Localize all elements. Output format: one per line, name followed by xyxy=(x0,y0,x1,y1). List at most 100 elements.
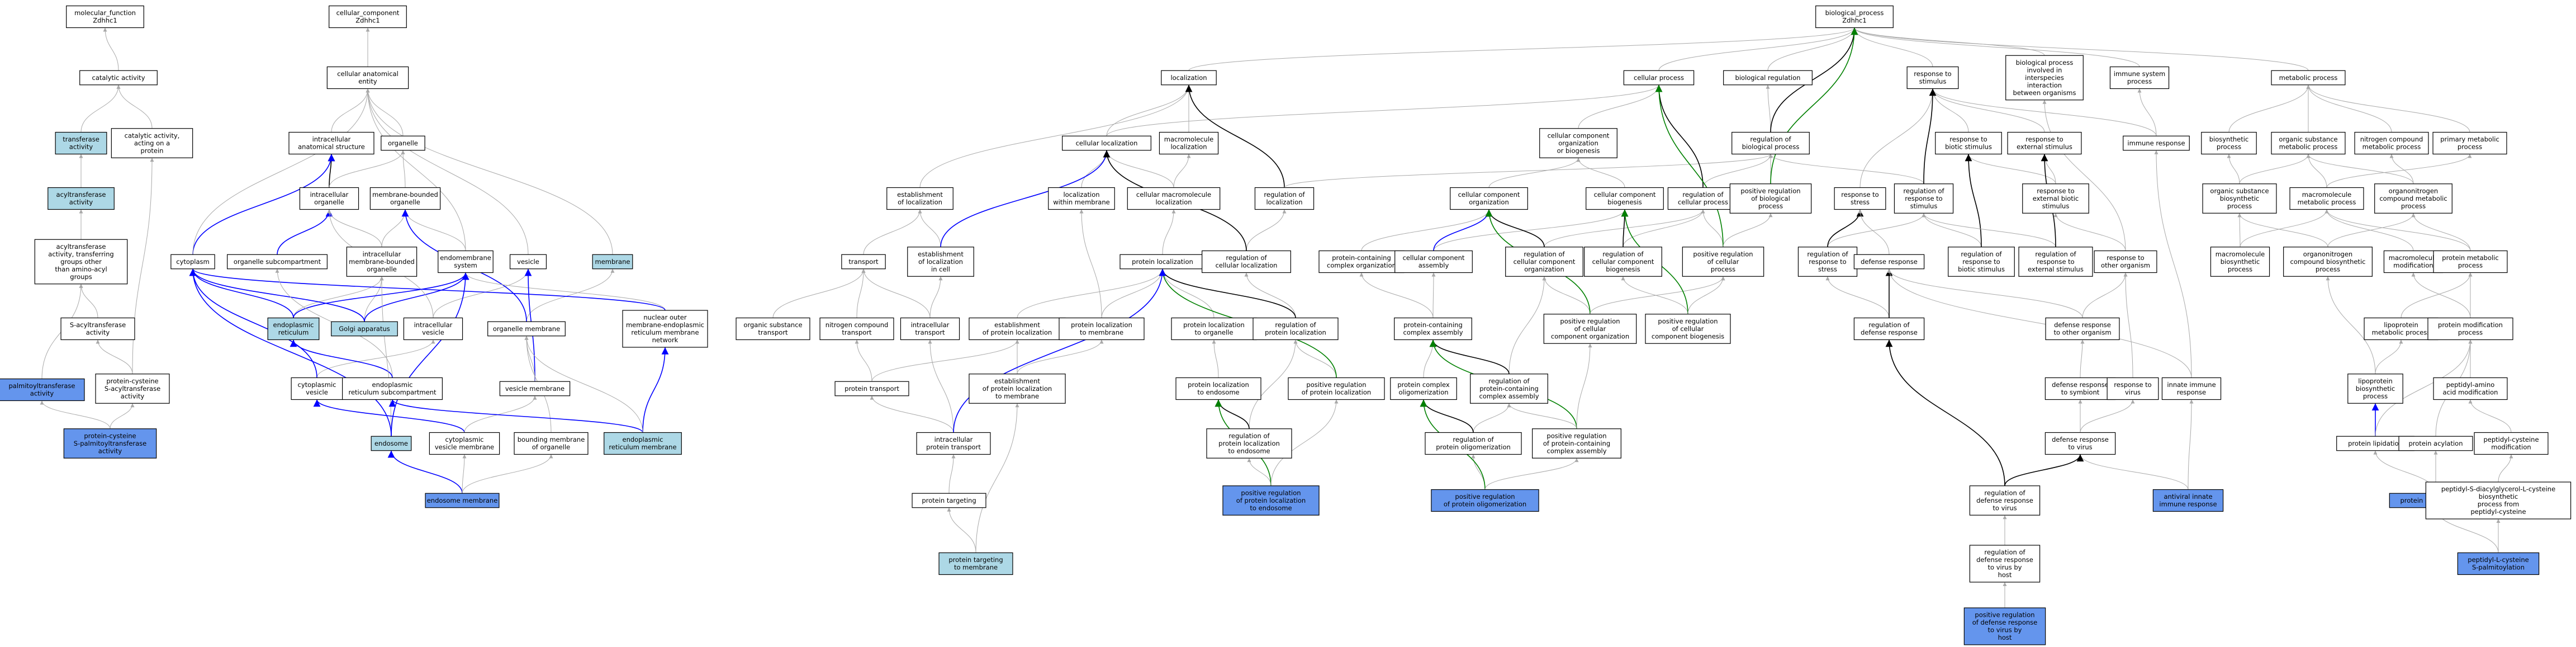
go-term-box xyxy=(288,131,374,155)
go-term-label: regulation of xyxy=(1275,321,1316,329)
go-term-box xyxy=(1623,70,1695,86)
go-term-box xyxy=(2271,131,2346,155)
go-term-label: peptidyl-cysteine xyxy=(2483,436,2539,443)
relation-edge-resporg-to-respextbiotic xyxy=(2053,213,2126,251)
go-term-label: S-palmitoylation xyxy=(2472,564,2525,572)
go-term-label: interspecies xyxy=(2025,74,2064,82)
go-term-label: protein transport xyxy=(926,443,981,451)
go-term-box xyxy=(1206,428,1292,459)
relation-edge-ias-to-cae xyxy=(331,88,370,133)
go-term-box xyxy=(381,135,425,151)
relation-edge-posregccorg-to-posregcp xyxy=(1590,276,1725,314)
go-term-label: process xyxy=(1758,202,1783,210)
relation-edge-posregprotlocendo-to-regprotlocendo xyxy=(1247,458,1272,486)
relation-edge-er-to-imbo xyxy=(293,276,384,318)
go-term-box xyxy=(403,317,463,341)
go-term-box xyxy=(34,239,128,285)
go-term-box xyxy=(1288,377,1385,400)
go-term-label: complex assembly xyxy=(1403,329,1463,337)
go-term-label: nuclear outer xyxy=(643,314,687,322)
go-term-box xyxy=(1048,187,1115,210)
relation-edge-orgsubtrans-to-transport xyxy=(772,268,866,318)
go-term-box xyxy=(2271,70,2346,86)
go-term-box xyxy=(907,247,974,277)
go-term-label: assembly xyxy=(1419,262,1449,270)
go-term-label: activity xyxy=(30,390,54,398)
relation-edge-antiviral-to-defrespvirus xyxy=(2078,454,2189,490)
go-term-label: endoplasmic xyxy=(273,321,314,329)
go-term-label: complex organization xyxy=(1327,262,1396,270)
go-term-node-transport: transport xyxy=(841,254,886,270)
relation-edge-regrespstress-to-respstress xyxy=(1827,209,1864,247)
go-term-label: cellular localization xyxy=(1076,139,1138,147)
relation-edge-orgsubbiosyn-to-biosyn xyxy=(2227,154,2240,184)
go-term-label: transport xyxy=(758,329,788,337)
relation-edge-protcys-to-sacyl xyxy=(96,339,133,374)
go-term-label: response to xyxy=(1949,135,1987,143)
go-term-box xyxy=(1853,254,1925,270)
go-term-label: biological process xyxy=(1742,143,1800,151)
go-term-box xyxy=(1119,254,1206,270)
relation-edge-protmod-to-macromod xyxy=(2411,272,2471,318)
go-term-label: cellular_component xyxy=(336,9,400,17)
go-term-box xyxy=(329,5,407,29)
go-term-label: groups xyxy=(70,273,92,281)
go-term-label: Zdhhc1 xyxy=(355,17,379,25)
go-term-label: activity xyxy=(69,143,93,151)
go-term-label: activity xyxy=(86,329,110,337)
go-term-box xyxy=(2007,131,2082,155)
go-term-label: metabolic process xyxy=(2279,74,2338,82)
go-term-node-prottrans: protein transport xyxy=(834,381,909,396)
relation-edge-intves-to-vesicle xyxy=(433,268,530,318)
relation-edge-regrespbiotic-to-respbiotic xyxy=(1965,154,1982,247)
relation-edge-posregpcc-to-posregccorg xyxy=(1576,343,1592,429)
go-term-label: endoplasmic xyxy=(623,436,663,443)
go-term-box xyxy=(819,317,894,341)
go-term-box xyxy=(1731,131,1810,155)
go-term-label: defense response xyxy=(2054,321,2111,329)
relation-edge-pccassembly-to-pcca xyxy=(1359,272,1434,318)
go-term-box xyxy=(1318,250,1405,273)
go-term-label: to virus xyxy=(1993,504,2017,512)
go-term-label: protein lipidation xyxy=(2348,440,2403,447)
go-term-label: complex assembly xyxy=(1547,447,1607,455)
go-term-node-catact: catalytic activity xyxy=(79,70,158,86)
go-term-label: organelle xyxy=(314,199,344,206)
go-term-box xyxy=(2283,247,2373,277)
relation-edge-regprotolig-to-regpccassembly xyxy=(1473,403,1511,433)
relation-edge-macromod-to-macromet xyxy=(2324,209,2414,251)
relation-edge-posregprotolig-to-regprotolig xyxy=(1471,454,1486,490)
relation-edge-prottarget-to-intprottrans xyxy=(948,454,956,494)
go-term-label: biosynthetic xyxy=(2479,493,2518,500)
go-term-label: membrane-bounded xyxy=(372,191,438,199)
go-term-box xyxy=(341,377,443,400)
go-term-label: regulation of xyxy=(1903,187,1944,195)
go-term-box xyxy=(1431,489,1539,512)
go-term-label: of localization xyxy=(918,258,963,266)
relation-edge-regcp-to-regbp xyxy=(1702,154,1773,188)
go-term-label: response to xyxy=(1841,191,1878,199)
go-term-label: biological_process xyxy=(1825,9,1884,17)
go-term-label: immune response xyxy=(2127,139,2185,147)
go-term-box xyxy=(425,493,500,508)
go-term-box xyxy=(1394,317,1472,341)
relation-edge-estloccell-to-cellloc xyxy=(940,150,1111,247)
go-term-label: of cellular xyxy=(1707,258,1739,266)
